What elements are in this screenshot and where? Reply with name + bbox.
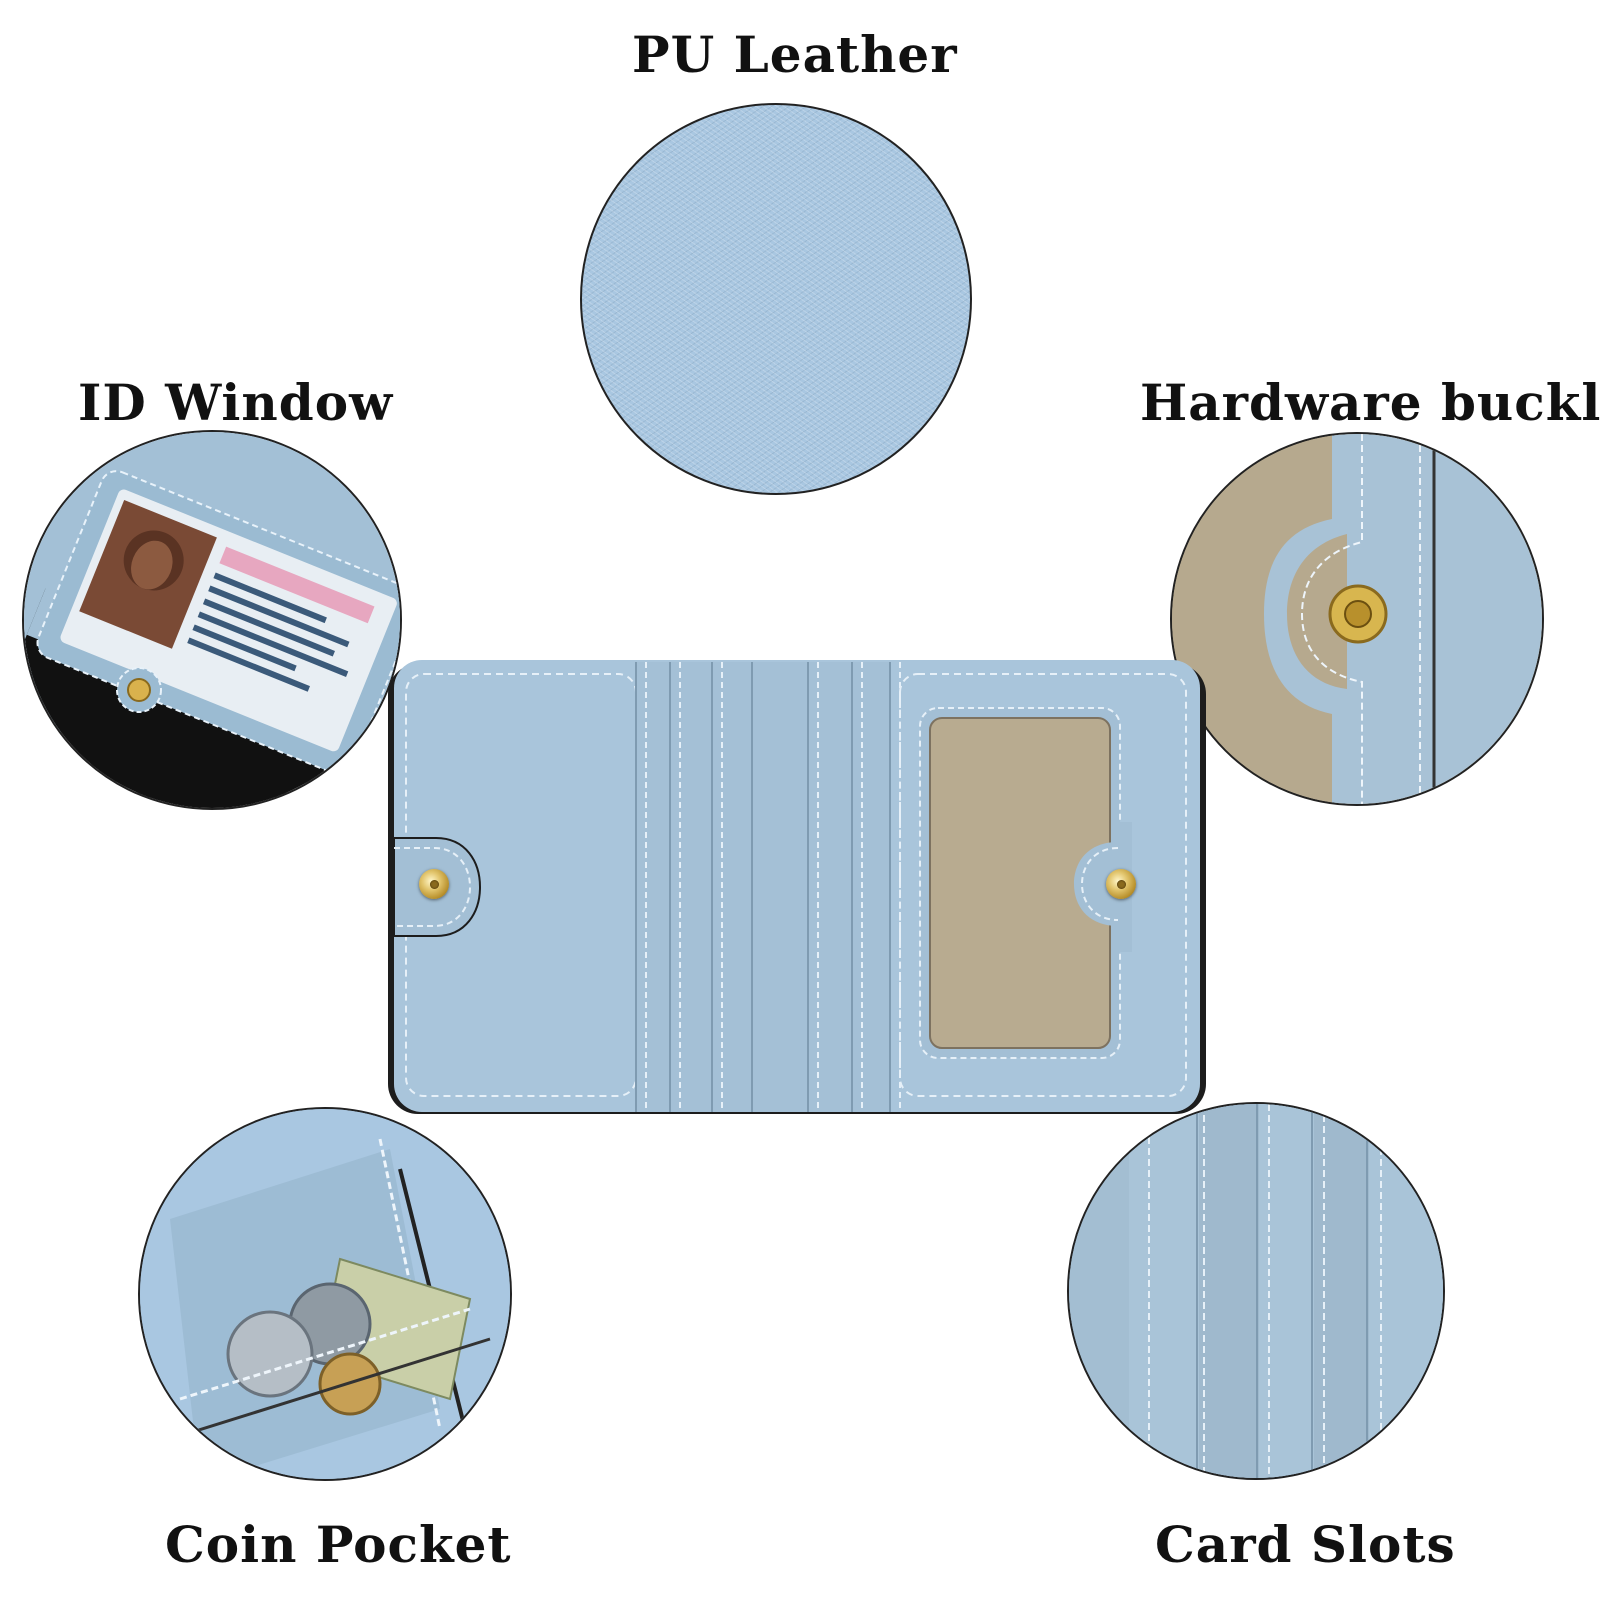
hardware-buckle-label: Hardware buckle [1140, 373, 1600, 432]
pu-leather-label: PU Leather [632, 25, 958, 84]
hardware-buckle-illustration [1172, 434, 1542, 804]
coin-pocket-detail [138, 1107, 512, 1481]
id-window-illustration [24, 432, 400, 808]
pu-leather-detail [580, 103, 972, 495]
id-window-detail [22, 430, 402, 810]
left-snap-icon [419, 869, 449, 899]
card-slots-detail [1067, 1102, 1445, 1480]
open-wallet [388, 652, 1206, 1124]
coin-pocket-label: Coin Pocket [165, 1515, 512, 1574]
card-slots-illustration [1069, 1104, 1443, 1478]
id-window-label: ID Window [78, 373, 394, 432]
right-snap-icon [1106, 869, 1136, 899]
wallet-illustration [388, 660, 1206, 1114]
coin-pocket-illustration [140, 1109, 510, 1479]
hardware-buckle-detail [1170, 432, 1544, 806]
card-slots-label: Card Slots [1155, 1515, 1456, 1574]
